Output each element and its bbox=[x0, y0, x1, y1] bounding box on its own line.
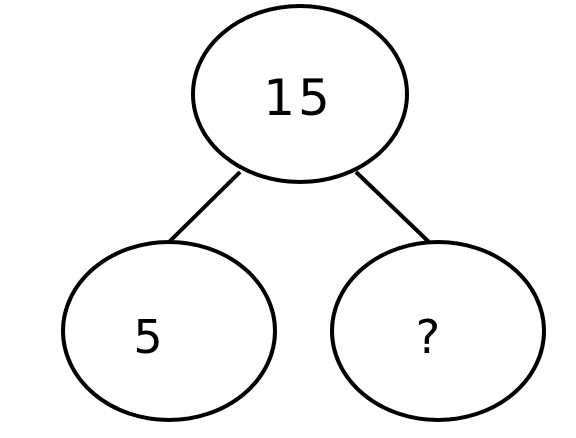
whole-value: 15 bbox=[263, 69, 333, 127]
whole-node: 15 bbox=[191, 4, 409, 184]
right-part-node: ? bbox=[330, 240, 546, 422]
left-part-value: 5 bbox=[133, 310, 162, 364]
right-part-circle bbox=[330, 240, 546, 422]
whole-node-circle bbox=[191, 4, 409, 184]
right-part-value: ? bbox=[416, 310, 440, 364]
edge-whole-to-right-part bbox=[354, 170, 432, 245]
left-part-node: 5 bbox=[61, 240, 277, 422]
left-part-circle bbox=[61, 240, 277, 422]
edge-whole-to-left-part bbox=[166, 170, 242, 245]
